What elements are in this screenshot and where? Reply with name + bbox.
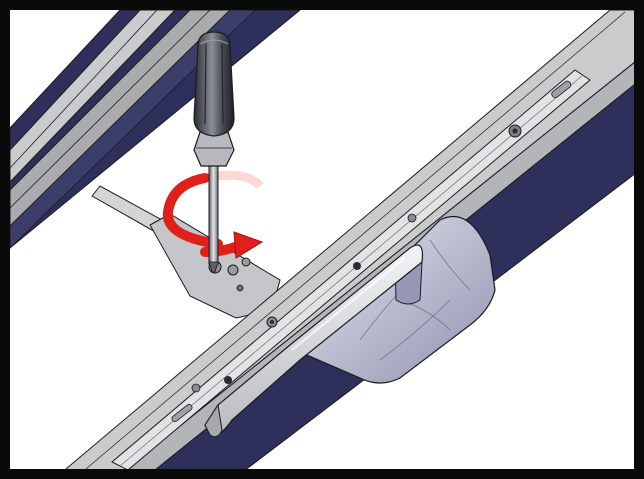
- screwdriver-icon: [193, 31, 235, 273]
- rotation-arrow-icon: [162, 170, 264, 259]
- window-handle: [204, 244, 424, 438]
